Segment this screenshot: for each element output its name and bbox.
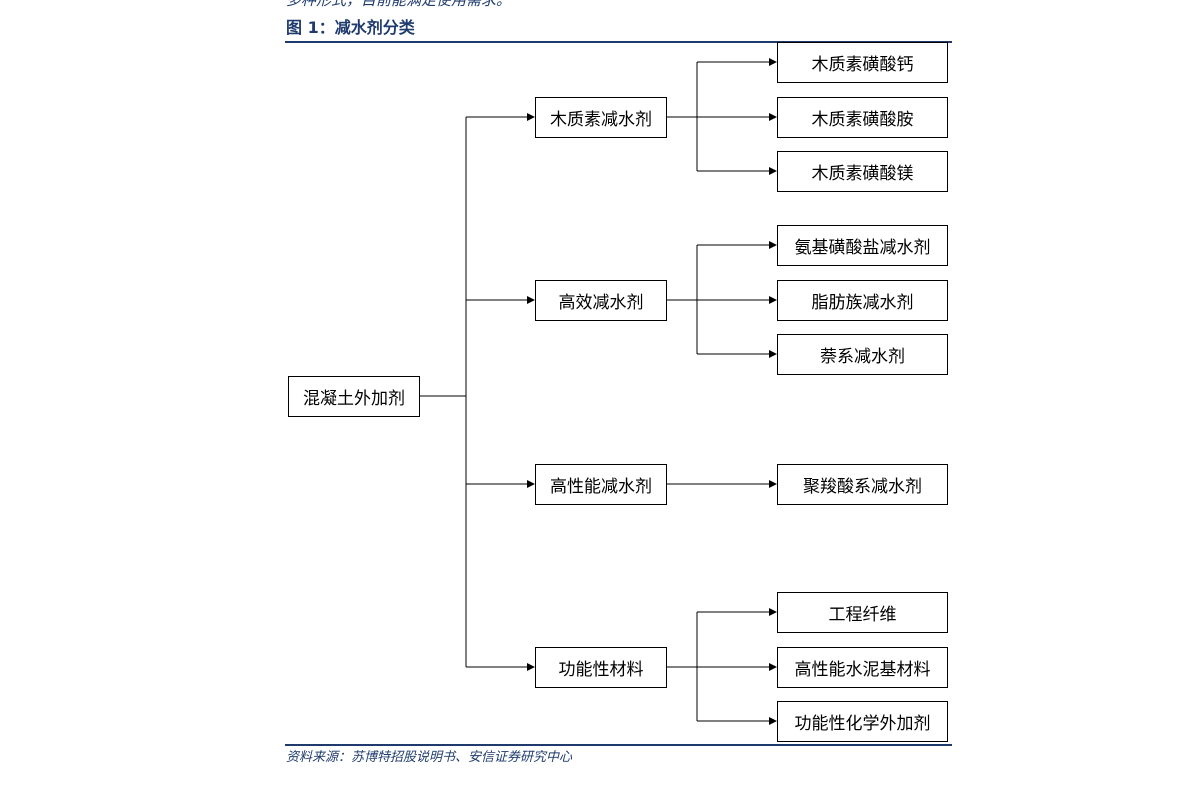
leaf-node: 工程纤维 [777,592,948,633]
title-rule [285,41,952,43]
source-note: 资料来源：苏博特招股说明书、安信证券研究中心 [286,750,573,765]
leaf-node: 萘系减水剂 [777,334,948,375]
category-node-lignin: 木质素减水剂 [535,97,667,138]
category-node-high-performance: 高性能减水剂 [535,464,667,505]
leaf-node: 脂肪族减水剂 [777,280,948,321]
leaf-node: 聚羧酸系减水剂 [777,464,948,505]
category-node-functional-materials: 功能性材料 [535,647,667,688]
previous-text-fragment: 多种形式，目前能满足使用需求。 [286,0,512,9]
leaf-node: 木质素磺酸镁 [777,151,948,192]
leaf-node: 木质素磺酸钙 [777,42,948,83]
root-node: 混凝土外加剂 [288,376,420,417]
figure-title: 图 1：减水剂分类 [286,18,415,37]
leaf-node: 功能性化学外加剂 [777,701,948,742]
category-node-high-efficiency: 高效减水剂 [535,280,667,321]
source-rule [285,744,952,746]
leaf-node: 木质素磺酸胺 [777,97,948,138]
leaf-node: 氨基磺酸盐减水剂 [777,225,948,266]
leaf-node: 高性能水泥基材料 [777,647,948,688]
